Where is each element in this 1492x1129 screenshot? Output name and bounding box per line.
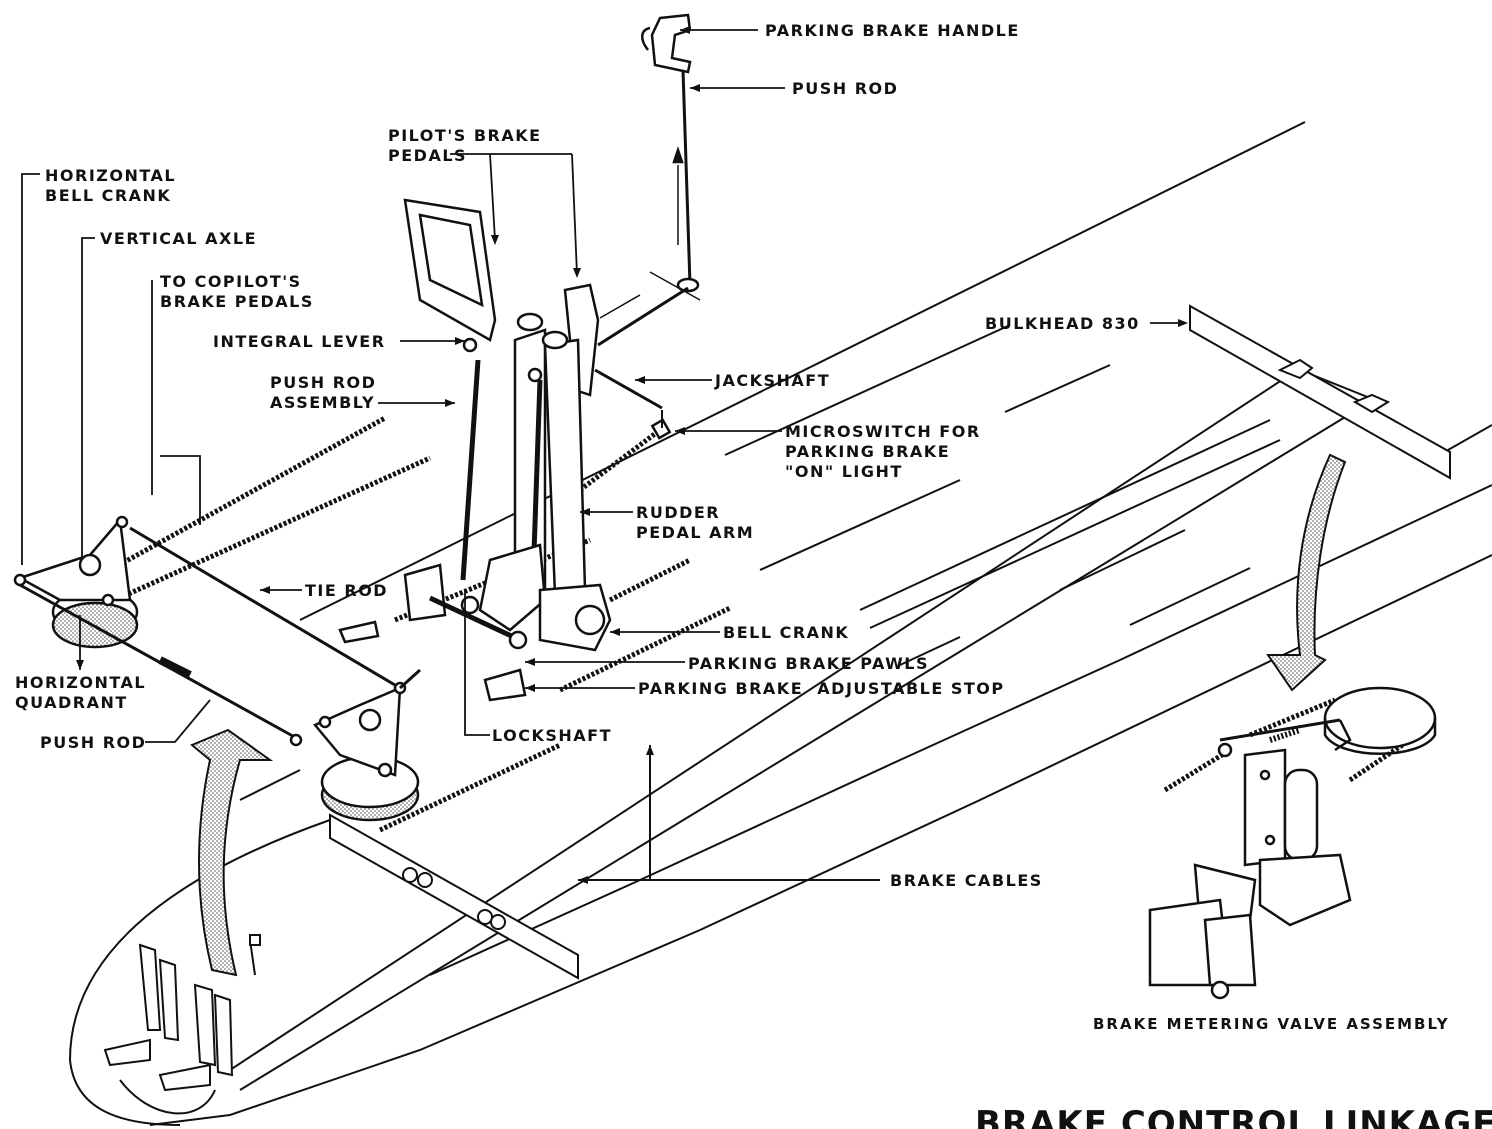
parking-brake-handle-linkage [594,13,701,440]
label-integral-lever: INTEGRAL LEVER [213,332,386,351]
label-horizontal-bell-crank-line1: HORIZONTAL [45,166,177,185]
label-push-rod-assembly-line2: ASSEMBLY [270,393,376,412]
caption-brake-metering-valve: BRAKE METERING VALVE ASSEMBLY [1093,1015,1450,1033]
label-microswitch-line3: "ON" LIGHT [785,462,903,481]
label-push-rod-assembly: PUSH ROD ASSEMBLY [270,373,376,413]
label-pilots-brake-pedals-line1: PILOT'S BRAKE [388,126,542,145]
label-parking-brake-handle: PARKING BRAKE HANDLE [765,21,1020,40]
label-lockshaft: LOCKSHAFT [492,726,613,745]
label-vertical-axle: VERTICAL AXLE [100,229,258,248]
label-horizontal-quadrant-line1: HORIZONTAL [15,673,147,692]
label-push-rod-assembly-line1: PUSH ROD [270,373,377,392]
label-horizontal-bell-crank: HORIZONTAL BELL CRANK [45,166,176,206]
label-microswitch-line1: MICROSWITCH FOR [785,422,981,441]
label-push-rod-top: PUSH ROD [792,79,899,98]
label-microswitch-line2: PARKING BRAKE [785,442,951,461]
shaded-arrow-right [1266,453,1347,692]
label-rudder-pedal-arm-line1: RUDDER [636,503,721,522]
label-pilots-brake-pedals: PILOT'S BRAKE PEDALS [388,126,542,166]
bulkhead-pulleys [402,358,1391,930]
label-push-rod-left: PUSH ROD [40,733,147,752]
leader-arrowheads [76,26,1188,884]
label-horizontal-quadrant-line2: QUADRANT [15,693,128,712]
label-pilots-brake-pedals-line2: PEDALS [388,146,468,165]
forward-quadrant-assembly [289,668,422,822]
label-brake-cables: BRAKE CABLES [890,871,1043,890]
floor-lines [239,324,1281,801]
pedal-assembly [338,198,612,702]
label-parking-brake-adjustable-stop: PARKING BRAKE ADJUSTABLE STOP [638,679,1005,698]
label-tie-rod: TIE ROD [305,581,389,600]
label-to-copilots-brake-pedals: TO COPILOT'S BRAKE PEDALS [160,272,314,312]
label-to-copilots-line2: BRAKE PEDALS [160,292,314,311]
label-bulkhead-830: BULKHEAD 830 [985,314,1140,333]
label-bell-crank: BELL CRANK [723,623,850,642]
brake-cables [229,369,1386,1091]
nose-linkages [103,934,261,1092]
label-jackshaft: JACKSHAFT [715,371,831,390]
shaded-arrow-left [190,728,274,977]
label-horizontal-quadrant: HORIZONTAL QUADRANT [15,673,146,713]
label-horizontal-bell-crank-line2: BELL CRANK [45,186,172,205]
horizontal-quadrant-assembly [13,515,401,742]
page-title: BRAKE CONTROL LINKAGE [975,1104,1492,1129]
leader-lines [21,29,1185,743]
label-rudder-pedal-arm-line2: PEDAL ARM [636,523,755,542]
label-to-copilots-line1: TO COPILOT'S [160,272,302,291]
brake-metering-valve [1148,686,1437,1000]
label-microswitch: MICROSWITCH FOR PARKING BRAKE "ON" LIGHT [785,422,981,482]
label-parking-brake-pawls: PARKING BRAKE PAWLS [688,654,929,673]
label-rudder-pedal-arm: RUDDER PEDAL ARM [636,503,754,543]
